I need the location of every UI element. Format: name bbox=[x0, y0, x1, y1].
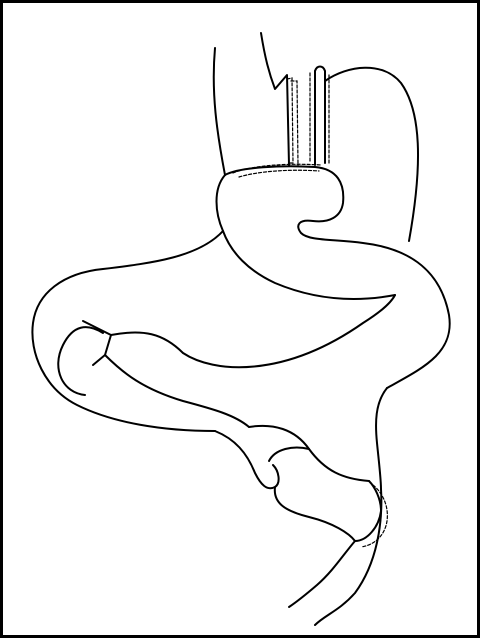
crossing-segment bbox=[215, 426, 369, 541]
jejunal-loop bbox=[32, 231, 395, 431]
descending-limb bbox=[289, 388, 387, 625]
anatomy-illustration bbox=[3, 3, 477, 635]
esophagus bbox=[214, 33, 298, 175]
gastric-remnant bbox=[310, 67, 418, 242]
